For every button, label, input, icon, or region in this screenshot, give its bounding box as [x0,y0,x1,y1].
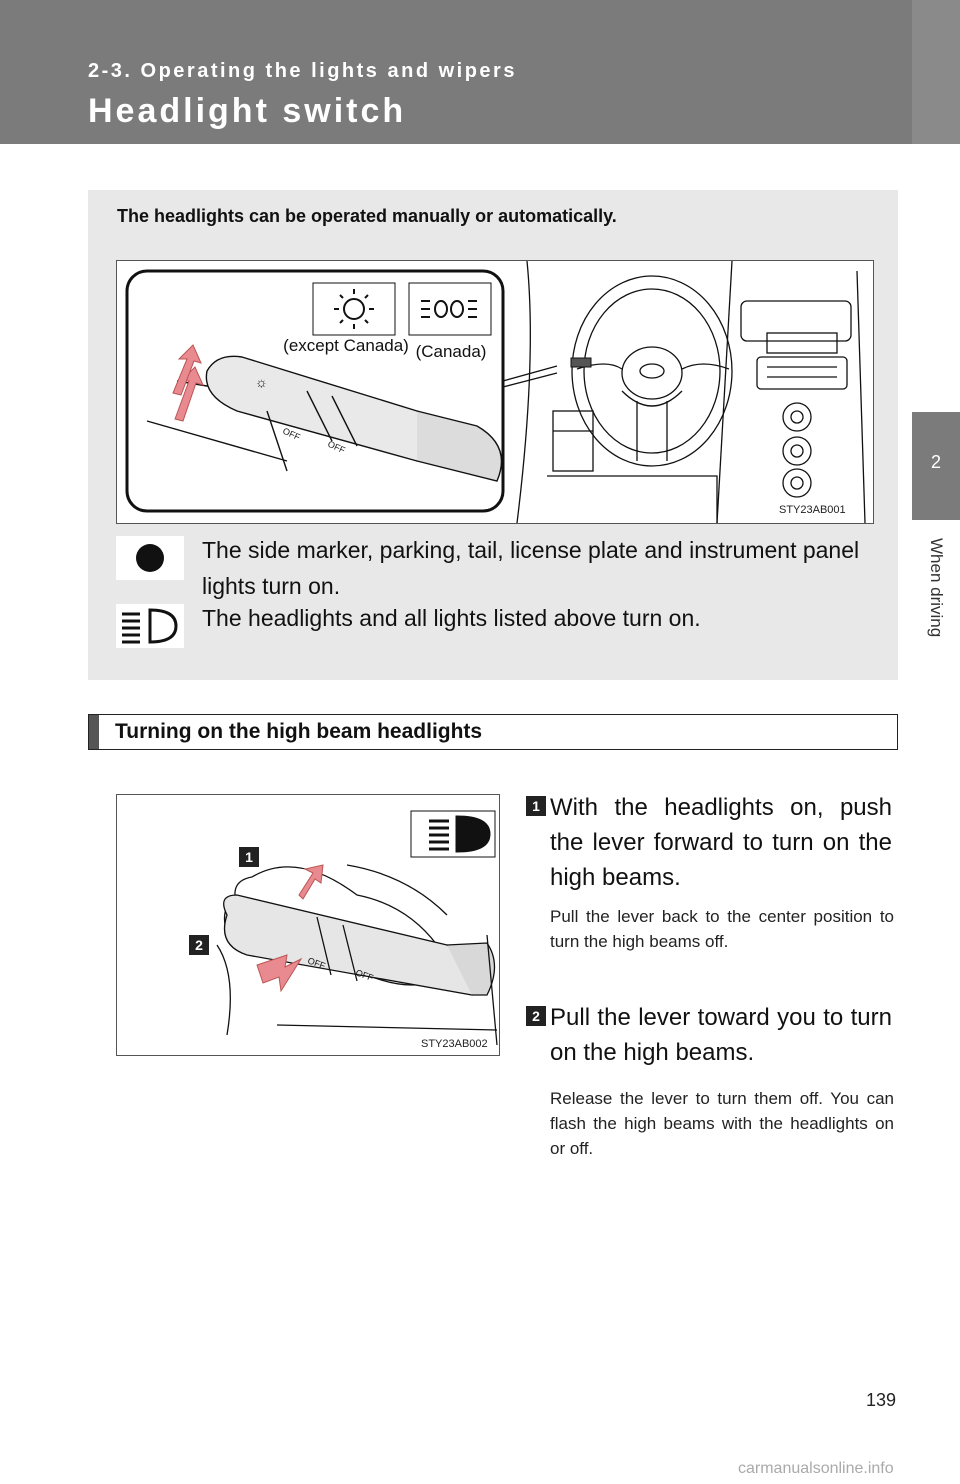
figure-code: STY23AB002 [421,1038,488,1050]
figure-code: STY23AB001 [779,504,846,516]
headlights-icon [116,604,184,648]
step-1-text: With the headlights on, push the lever f… [550,794,892,891]
marker-1: 1 [245,849,253,865]
step-1: 1 With the headlights on, push the lever… [526,790,896,891]
chapter-tab[interactable]: 2 [912,412,960,520]
watermark: carmanualsonline.info [738,1460,894,1477]
legend-row-headlights: The headlights and all lights listed abo… [116,604,876,652]
pull-back-arrow-icon [256,954,303,993]
page-header: 2-3. Operating the lights and wipers Hea… [0,0,960,144]
legend-text-parking: The side marker, parking, tail, license … [202,537,860,599]
parking-light-icon [343,298,365,320]
step-1-note: Pull the lever back to the center positi… [550,907,894,951]
subsection-title: Turning on the high beam headlights [115,720,483,743]
label-except-canada: (except Canada) [283,336,409,355]
subsection-heading: Turning on the high beam headlights [88,714,898,750]
dashboard-illustration [502,260,866,524]
high-beam-icon [429,815,491,853]
side-tab-top [912,0,960,144]
marker-2: 2 [195,937,203,953]
legend-row-parking: The side marker, parking, tail, license … [116,536,876,608]
svg-text:☼: ☼ [255,374,268,390]
rotate-arrow-icon [172,344,202,396]
step-2-note: Release the lever to turn them off. You … [550,1089,894,1158]
headlight-switch-figure: ☼ OFF OFF (except Canada) (Canada) [116,260,874,524]
parking-lights-icon [116,536,184,580]
intro-text: The headlights can be operated manually … [117,206,617,226]
section-label: 2-3. Operating the lights and wipers [88,60,517,82]
step-2: 2 Pull the lever toward you to turn on t… [526,1000,896,1070]
marker-2-box [189,935,209,955]
step-2-number: 2 [526,1006,546,1026]
push-forward-arrow-icon [298,864,324,900]
page-title: Headlight switch [88,92,407,130]
heading-bar [89,715,99,749]
step-2-text: Pull the lever toward you to turn on the… [550,1004,892,1066]
legend-text-headlights: The headlights and all lights listed abo… [202,605,701,631]
chapter-number: 2 [930,452,941,472]
canada-light-icon [421,300,477,318]
lever-illustration [216,864,498,1046]
high-beam-figure: 1 2 OFF OFF STY23AB002 [116,794,500,1056]
marker-1-box [239,847,259,867]
page-number: 139 [866,1390,897,1410]
lever-illustration [146,355,503,482]
label-canada: (Canada) [416,342,487,361]
step-1-number: 1 [526,796,546,816]
chapter-name: When driving [927,538,946,638]
